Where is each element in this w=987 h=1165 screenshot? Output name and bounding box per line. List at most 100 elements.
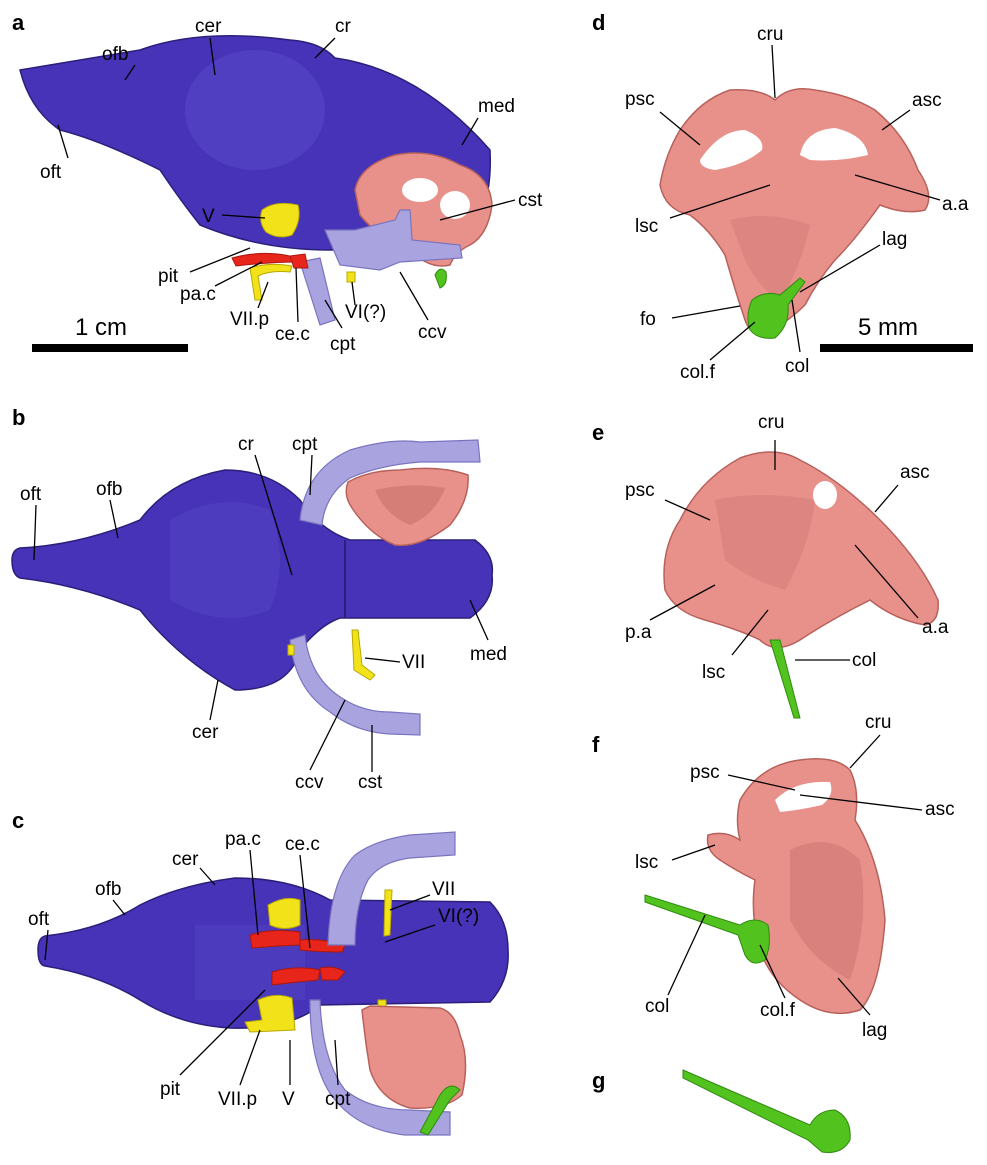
label-f-col: col (645, 996, 669, 1017)
label-f-lsc: lsc (635, 852, 658, 873)
label-c-VII: VII (432, 879, 455, 900)
label-b-ccv: ccv (295, 772, 324, 793)
leader-d-col-f (710, 322, 755, 360)
scale-bar-d (820, 344, 973, 352)
panel-letter-e: e (592, 420, 604, 445)
panel-letter-b: b (12, 405, 25, 430)
label-c-ce-c: ce.c (285, 834, 320, 855)
leader-c-ofb (113, 900, 125, 915)
panel-f: f cru psc asc lsc col col.f lag (592, 712, 955, 1041)
label-f-lag: lag (862, 1020, 887, 1041)
nerve-VII-p (250, 264, 292, 300)
artery-pa-c (232, 253, 300, 266)
columella-e (770, 640, 800, 718)
label-a-V: V (202, 206, 215, 227)
leader-a-ce-c (296, 268, 298, 322)
label-d-lsc: lsc (635, 216, 658, 237)
label-e-asc: asc (900, 462, 930, 483)
nerve-VI (347, 272, 355, 282)
nerve-small-dorsal (288, 645, 294, 655)
leader-e-asc (875, 485, 898, 512)
label-a-cr: cr (335, 16, 352, 37)
label-a-ce-c: ce.c (275, 324, 310, 345)
label-a-cpt: cpt (330, 334, 356, 355)
leader-d-fo (672, 306, 740, 318)
label-c-VII-p: VII.p (218, 1089, 257, 1110)
label-b-cst: cst (358, 772, 383, 793)
label-a-VII-p: VII.p (230, 309, 269, 330)
leader-b-cer (210, 680, 218, 720)
label-b-VII: VII (402, 652, 425, 673)
label-b-med: med (470, 644, 507, 665)
leader-c-VII-p (240, 1030, 260, 1085)
cerebrum-highlight (185, 50, 325, 170)
nerve-VII-dorsal (352, 630, 375, 680)
ear-hole-1 (402, 178, 438, 202)
label-d-col-f: col.f (680, 362, 716, 383)
label-a-VI: VI(?) (345, 302, 386, 323)
label-d-a-a: a.a (942, 194, 969, 215)
label-b-cer: cer (192, 722, 219, 743)
label-c-ofb: ofb (95, 879, 121, 900)
panel-b: b ofb oft cr cpt med VII cer ccv cst (12, 405, 507, 793)
label-c-VI: VI(?) (438, 906, 479, 927)
scale-bar-a (32, 344, 188, 352)
panel-letter-g: g (592, 1068, 605, 1093)
leader-f-col (668, 915, 705, 995)
label-a-cst: cst (518, 190, 543, 211)
label-b-ofb: ofb (96, 479, 122, 500)
label-b-cpt: cpt (292, 434, 318, 455)
leader-f-lsc (672, 845, 715, 860)
scale-bar-d-label: 5 mm (858, 314, 918, 341)
label-d-psc: psc (625, 89, 655, 110)
label-e-a-a: a.a (922, 617, 949, 638)
panel-a: a ofb cer c (12, 10, 543, 355)
label-e-lsc: lsc (702, 662, 725, 683)
label-c-cpt: cpt (325, 1089, 351, 1110)
label-a-pit: pit (158, 266, 179, 287)
panel-letter-d: d (592, 10, 605, 35)
ear-e-hole (813, 481, 837, 509)
label-d-asc: asc (912, 90, 942, 111)
label-a-ofb: ofb (102, 44, 128, 65)
panel-c: c cer pa.c ce.c oft (12, 808, 508, 1135)
panel-e: e cru psc asc a.a p.a lsc col (592, 412, 949, 718)
label-a-pa-c: pa.c (180, 284, 216, 305)
panel-g: g (592, 1068, 850, 1153)
leader-d-cru (772, 45, 775, 98)
label-a-cer: cer (195, 16, 222, 37)
label-e-col: col (852, 650, 876, 671)
label-c-pit: pit (160, 1079, 181, 1100)
artery-ce-c (290, 254, 308, 268)
scale-bar-a-label: 1 cm (75, 314, 127, 341)
ear-hole-2 (440, 191, 470, 219)
brain-dorsal-highlight (170, 502, 280, 618)
label-c-oft: oft (28, 909, 50, 930)
label-f-col-f: col.f (760, 1000, 796, 1021)
label-f-asc: asc (925, 799, 955, 820)
label-e-psc: psc (625, 480, 655, 501)
label-c-pa-c: pa.c (225, 829, 261, 850)
label-a-ccv: ccv (418, 322, 447, 343)
leader-f-cru (850, 735, 880, 768)
label-e-p-a: p.a (625, 622, 652, 643)
label-a-oft: oft (40, 162, 62, 183)
label-f-psc: psc (690, 762, 720, 783)
label-f-cru: cru (865, 712, 891, 733)
label-c-V: V (282, 1089, 295, 1110)
label-b-cr: cr (238, 434, 255, 455)
label-e-cru: cru (758, 412, 784, 433)
panel-letter-c: c (12, 808, 24, 833)
panel-d: d cru psc asc a.a lsc lag fo col.f col 5… (592, 10, 973, 383)
label-a-med: med (478, 96, 515, 117)
nerve-V (261, 203, 299, 237)
leader-a-ccv (400, 272, 428, 320)
leader-b-VII (365, 658, 400, 662)
columella-f (645, 895, 769, 963)
panel-letter-f: f (592, 732, 600, 757)
columella-small (435, 269, 446, 288)
label-b-oft: oft (20, 484, 42, 505)
label-d-lag: lag (882, 229, 907, 250)
nerve-V-upper (268, 898, 300, 928)
